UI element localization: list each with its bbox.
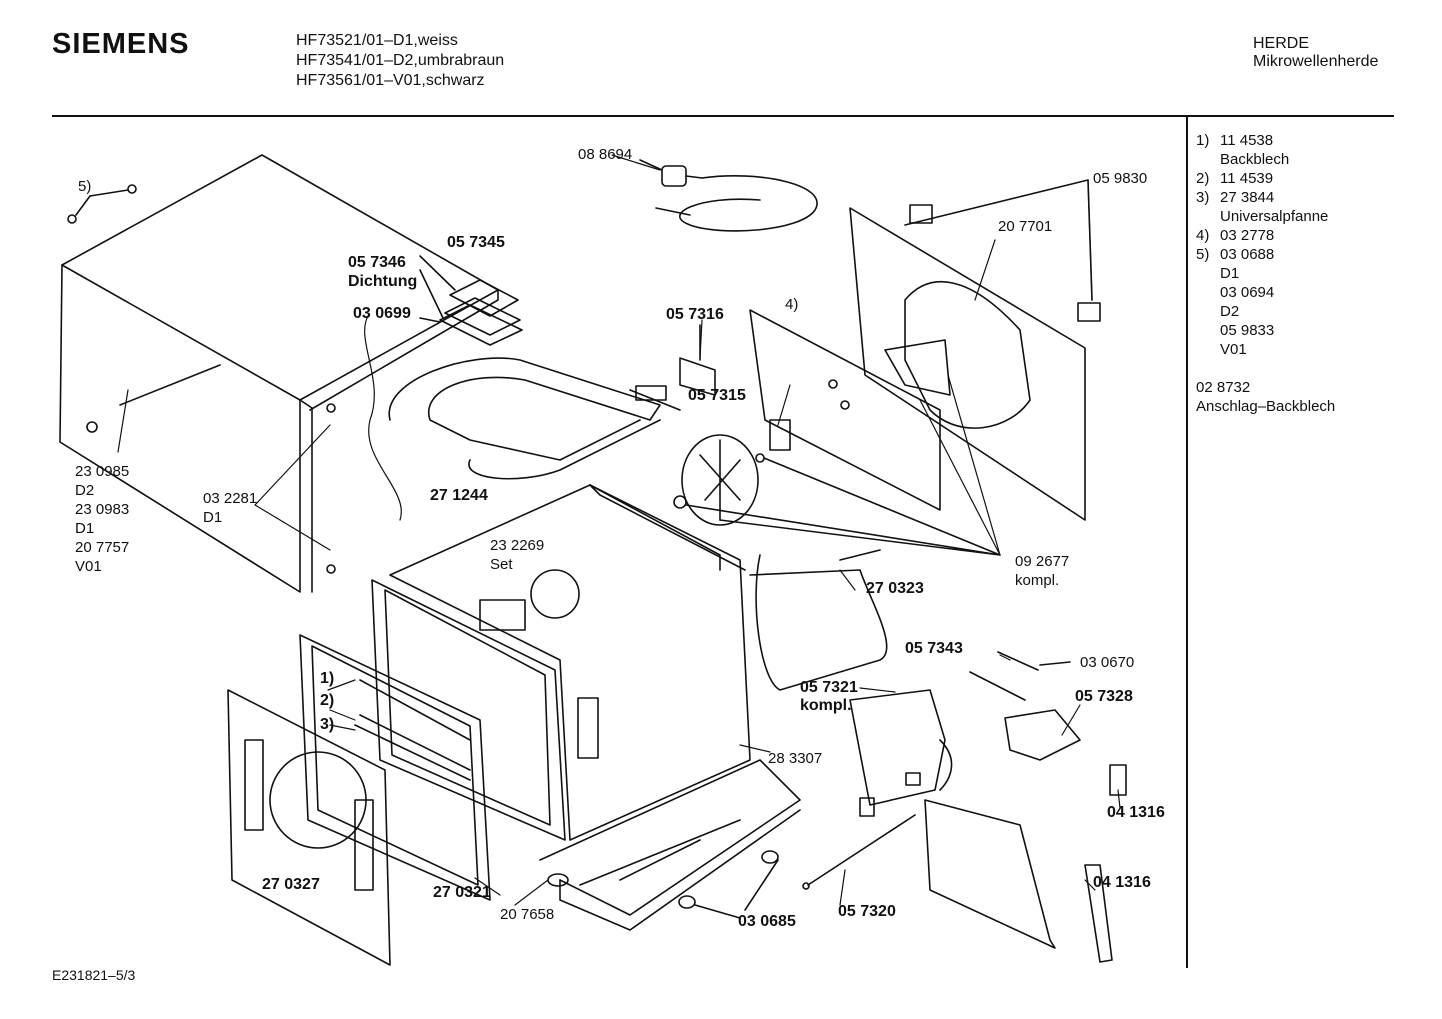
bracket [679, 324, 716, 396]
category: HERDE Mikrowellenherde [1253, 35, 1378, 71]
part-label: 05 7346 [348, 254, 406, 271]
part-label: 05 7320 [838, 903, 896, 920]
part-label: 27 0323 [866, 580, 924, 597]
legend-item-sub: 03 0694 [1220, 284, 1275, 301]
legend-item: 4)03 2778 [1196, 227, 1275, 244]
part-label: 3) [320, 716, 335, 733]
legend-divider [1186, 116, 1188, 968]
model-line: HF73561/01–V01,schwarz [296, 72, 485, 89]
part-label: 03 0685 [738, 913, 796, 930]
part-label: 23 0983 [75, 501, 130, 518]
switch-assembly [849, 689, 953, 817]
fan-cover [749, 309, 941, 511]
part-label: 20 7658 [500, 906, 555, 923]
outer-door [227, 689, 391, 966]
part-label: 20 7757 [75, 539, 130, 556]
part-label: kompl. [800, 697, 852, 714]
part-label: 03 0699 [353, 305, 411, 322]
legend-extra-name: Anschlag–Backblech [1196, 398, 1336, 415]
front-frame [371, 579, 566, 841]
category-line: Mikrowellenherde [1253, 53, 1379, 70]
brand-logo: SIEMENS [52, 28, 190, 60]
legend-item: 2)11 4539 [1196, 170, 1274, 187]
part-label: 09 2677 [1015, 553, 1070, 570]
oven-cavity [389, 484, 751, 841]
inner-door [299, 634, 491, 901]
part-label: 03 2281 [203, 490, 258, 507]
part-label: 08 8694 [578, 146, 633, 163]
header-divider [52, 115, 1394, 117]
part-label: 2) [320, 692, 335, 709]
heating-element [388, 357, 681, 480]
part-label: 28 3307 [768, 750, 823, 767]
cable [802, 814, 916, 890]
part-label: 03 0670 [1080, 654, 1135, 671]
feet [678, 850, 779, 919]
legend-item-sub: D1 [1220, 265, 1240, 282]
exploded-view-drawing [59, 154, 1127, 966]
part-label: Set [490, 556, 513, 573]
part-label: kompl. [1015, 572, 1060, 589]
part-label: 20 7701 [998, 218, 1053, 235]
fan [673, 434, 1001, 556]
leader-lines [117, 154, 1121, 906]
legend-item-sub: Backblech [1220, 151, 1290, 168]
part-label: 04 1316 [1093, 874, 1151, 891]
legend-item-sub: 05 9833 [1220, 322, 1275, 339]
outer-casing [59, 154, 499, 593]
part-label: 05 7321 [800, 679, 858, 696]
model-line: HF73541/01–D2,umbrabraun [296, 52, 505, 69]
part-label: D2 [75, 482, 95, 499]
part-label: 05 7315 [688, 387, 746, 404]
gaskets [419, 255, 523, 346]
part-label: 23 0985 [75, 463, 130, 480]
part-label: 05 7343 [905, 640, 963, 657]
power-cord [639, 159, 818, 232]
legend-item-sub: Universalpfanne [1220, 208, 1329, 225]
legend-item: 1)11 4538 [1196, 132, 1274, 149]
parts-legend: 1)11 4538 Backblech 2)11 4539 3)27 3844 … [1196, 131, 1335, 416]
legend-item-sub: D2 [1220, 303, 1240, 320]
model-line: HF73521/01–D1,weiss [296, 32, 458, 49]
part-label: 4) [785, 296, 799, 313]
part-label: 5) [78, 178, 92, 195]
part-label: 27 0321 [433, 884, 491, 901]
part-label: D1 [203, 509, 223, 526]
model-list: HF73521/01–D1,weiss HF73541/01–D2,umbrab… [296, 31, 504, 91]
legend-item: 5)03 0688 [1196, 246, 1275, 263]
part-label: 05 7328 [1075, 688, 1133, 705]
spring-rod [969, 651, 1071, 701]
part-label: 05 9830 [1093, 170, 1148, 187]
part-label: 27 1244 [430, 487, 488, 504]
base-plate [539, 759, 801, 931]
part-label: 1) [320, 670, 335, 687]
part-label: V01 [75, 558, 102, 575]
legend-extra-number: 02 8732 [1196, 379, 1251, 396]
part-label: Dichtung [348, 273, 418, 290]
part-label: 27 0327 [262, 876, 320, 893]
legend-item-sub: V01 [1220, 341, 1247, 358]
part-label: 23 2269 [490, 537, 545, 554]
door-latch [1004, 709, 1127, 796]
document-code: E231821–5/3 [52, 967, 136, 983]
part-label: 05 7345 [447, 234, 505, 251]
wiring [749, 549, 888, 691]
legend-item: 3)27 3844 [1196, 189, 1275, 206]
screws [67, 184, 137, 224]
part-label: 04 1316 [1107, 804, 1165, 821]
part-label: D1 [75, 520, 95, 537]
side-panel [924, 799, 1113, 963]
part-label: 05 7316 [666, 306, 724, 323]
category-line: HERDE [1253, 35, 1310, 52]
